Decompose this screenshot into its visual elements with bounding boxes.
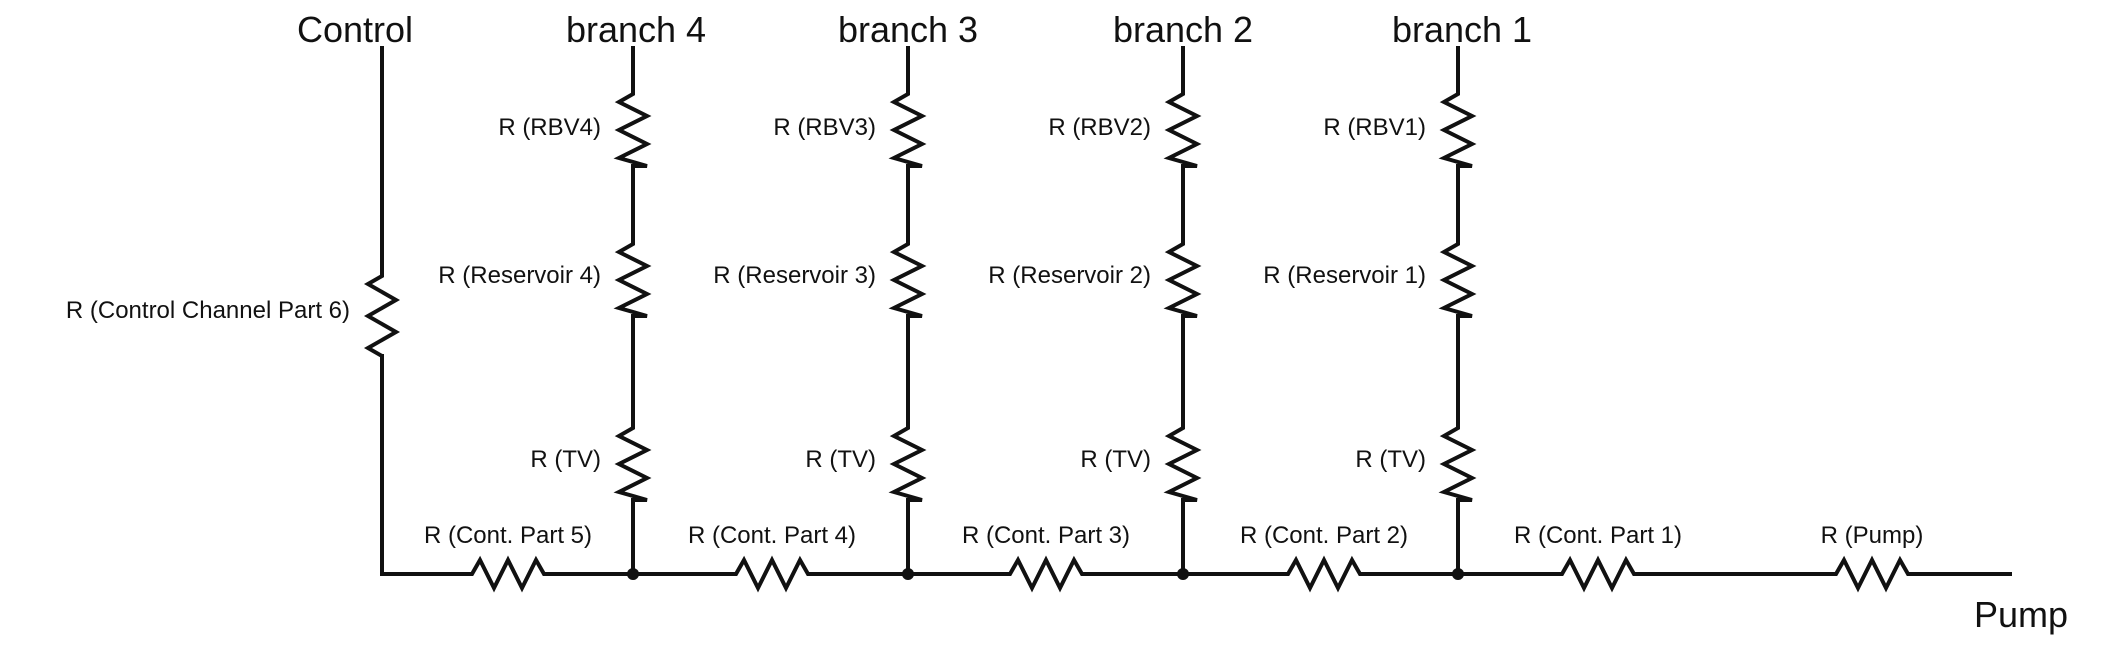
tv3-resistor — [888, 422, 927, 502]
cont-part2-resistor — [1282, 555, 1366, 593]
cont-part3-label: R (Cont. Part 3) — [962, 522, 1130, 549]
branch-2: R (RBV2) R (Reservoir 2) R (TV) — [988, 46, 1202, 576]
tv2-resistor — [1163, 422, 1202, 502]
reservoir3-label: R (Reservoir 3) — [713, 262, 876, 289]
tv3-label: R (TV) — [805, 446, 876, 473]
reservoir3-resistor — [888, 238, 927, 318]
rbv1-label: R (RBV1) — [1323, 114, 1426, 141]
junction-node — [627, 568, 639, 580]
pump-label: Pump — [1974, 594, 2068, 635]
tv1-label: R (TV) — [1355, 446, 1426, 473]
tv4-label: R (TV) — [530, 446, 601, 473]
reservoir1-label: R (Reservoir 1) — [1263, 262, 1426, 289]
rbv1-resistor — [1438, 88, 1477, 168]
junction-node — [1177, 568, 1189, 580]
reservoir4-resistor — [613, 238, 652, 318]
reservoir1-resistor — [1438, 238, 1477, 318]
cont-part5-label: R (Cont. Part 5) — [424, 522, 592, 549]
tv1-resistor — [1438, 422, 1477, 502]
pump-resistor-label: R (Pump) — [1821, 522, 1924, 549]
reservoir4-label: R (Reservoir 4) — [438, 262, 601, 289]
control-channel: R (Control Channel Part 6) — [66, 46, 401, 576]
branch-4: R (RBV4) R (Reservoir 4) R (TV) — [438, 46, 652, 576]
branch-1: R (RBV1) R (Reservoir 1) R (TV) — [1263, 46, 1477, 576]
rbv3-label: R (RBV3) — [773, 114, 876, 141]
main-line: R (Cont. Part 5) R (Cont. Part 4) R (Con… — [380, 522, 2012, 593]
reservoir2-label: R (Reservoir 2) — [988, 262, 1151, 289]
reservoir2-resistor — [1163, 238, 1202, 318]
branch-3-label: branch 3 — [838, 9, 978, 50]
control-label: Control — [297, 9, 413, 50]
pump-resistor — [1830, 555, 1914, 593]
cont-part1-label: R (Cont. Part 1) — [1514, 522, 1682, 549]
tv2-label: R (TV) — [1080, 446, 1151, 473]
rbv3-resistor — [888, 88, 927, 168]
cont-part4-resistor — [730, 555, 814, 593]
branch-3: R (RBV3) R (Reservoir 3) R (TV) — [713, 46, 927, 576]
branch-2-label: branch 2 — [1113, 9, 1253, 50]
junction-node — [1452, 568, 1464, 580]
cont-part3-resistor — [1004, 555, 1088, 593]
cont-part1-resistor — [1556, 555, 1640, 593]
rbv2-label: R (RBV2) — [1048, 114, 1151, 141]
cont-part4-label: R (Cont. Part 4) — [688, 522, 856, 549]
branch-4-label: branch 4 — [566, 9, 706, 50]
cont-part5-resistor — [466, 555, 550, 593]
branch-1-label: branch 1 — [1392, 9, 1532, 50]
control-resistor-label: R (Control Channel Part 6) — [66, 297, 350, 324]
junction-node — [902, 568, 914, 580]
rbv4-resistor — [613, 88, 652, 168]
tv4-resistor — [613, 422, 652, 502]
cont-part2-label: R (Cont. Part 2) — [1240, 522, 1408, 549]
rbv4-label: R (RBV4) — [498, 114, 601, 141]
rbv2-resistor — [1163, 88, 1202, 168]
control-channel-resistor — [363, 270, 401, 358]
